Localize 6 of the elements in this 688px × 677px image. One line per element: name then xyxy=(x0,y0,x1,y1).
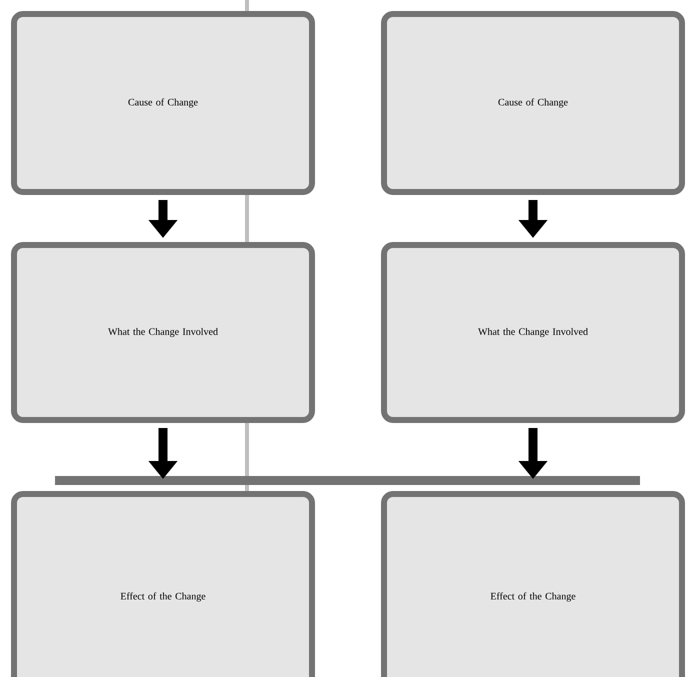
process-box: Cause of Change xyxy=(11,11,315,195)
process-box: What the Change Involved xyxy=(11,242,315,423)
process-box: What the Change Involved xyxy=(381,242,685,423)
process-box: Cause of Change xyxy=(381,11,685,195)
process-box: Effect of the Change xyxy=(11,491,315,677)
process-box: Effect of the Change xyxy=(381,491,685,677)
